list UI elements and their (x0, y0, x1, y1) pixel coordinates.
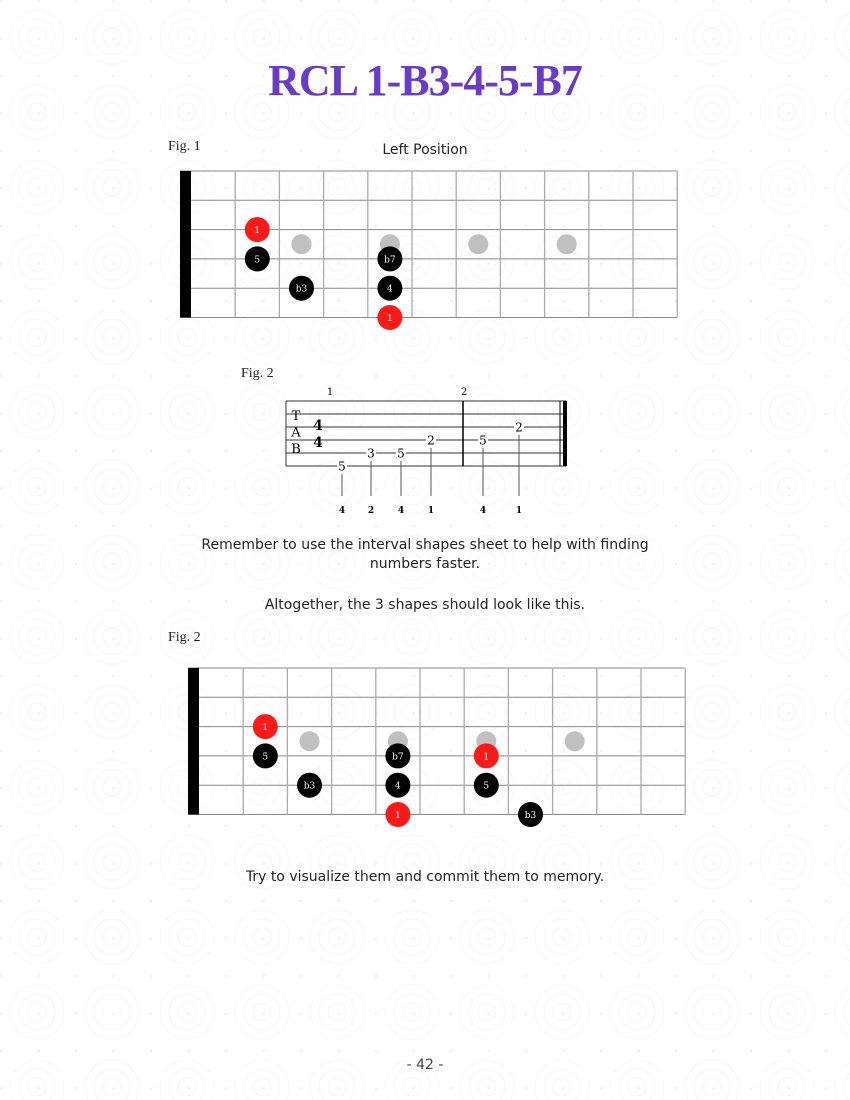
tab-fret-number: 3 (367, 447, 375, 461)
fig3-fretboard: 1 5 b3 b7 4 1 1 5 b3 (188, 667, 686, 827)
measure-number: 2 (461, 387, 467, 398)
root-note-dot (252, 714, 278, 740)
finger-number: 4 (480, 506, 486, 516)
instruction-line1: Remember to use the interval shapes shee… (201, 537, 649, 553)
tab-fret-number: 5 (397, 447, 405, 461)
interval-note-dot (297, 772, 322, 798)
tab-note-bg (366, 447, 376, 459)
interval-note-dot (385, 772, 411, 798)
root-note-dot (385, 802, 411, 827)
finger-number: 1 (428, 506, 434, 516)
interval-note-dot (518, 802, 543, 827)
closing-text: Try to visualize them and commit them to… (245, 869, 605, 885)
tab-clef-letter: T (292, 409, 301, 424)
note-label: b3 (525, 811, 537, 821)
note-label: b3 (296, 285, 308, 295)
note-label: b7 (392, 752, 404, 762)
fig3-label: Fig. 2 (168, 630, 201, 645)
tab-clef-letter: B (291, 442, 301, 457)
root-note-dot (244, 217, 270, 243)
tab-note-bg (426, 434, 436, 446)
fig1-caption: Left Position (382, 142, 468, 158)
nut (180, 171, 191, 318)
note-label: 1 (483, 752, 489, 762)
interval-note-dot (377, 246, 403, 272)
interval-note-dot (377, 275, 403, 301)
note-label: 1 (254, 226, 260, 236)
instruction-line2: numbers faster. (369, 556, 481, 572)
time-signature-top: 4 (313, 418, 323, 434)
root-note-dot (377, 305, 403, 330)
fret-inlay-dot (564, 731, 585, 752)
fig1-label: Fig. 1 (168, 139, 201, 154)
interval-note-dot (244, 246, 270, 272)
tab-clef-letter: A (290, 426, 301, 441)
note-label: 5 (254, 255, 260, 265)
note-label: 1 (262, 723, 268, 733)
interval-note-dot (252, 743, 278, 769)
interval-note-dot (289, 275, 314, 301)
finger-number: 2 (368, 506, 374, 516)
fret-inlay-dot (299, 731, 320, 752)
tab-fret-number: 5 (338, 460, 346, 474)
fret-inlay-dot (468, 234, 489, 255)
tab-fret-number: 5 (479, 434, 487, 448)
finger-number: 4 (398, 506, 404, 516)
note-label: b7 (384, 255, 396, 265)
measure-number: 1 (327, 387, 333, 398)
tab-note-bg (478, 434, 488, 446)
final-bar-thick (563, 401, 567, 466)
interval-note-dot (385, 743, 411, 769)
instruction-text: Remember to use the interval shapes shee… (0, 536, 850, 574)
fig2-label: Fig. 2 (241, 366, 274, 381)
note-label: 5 (483, 782, 489, 792)
tab-fret-number: 2 (515, 421, 523, 435)
nut (188, 668, 199, 815)
note-label: 4 (395, 782, 401, 792)
altogether-text: Altogether, the 3 shapes should look lik… (264, 597, 586, 613)
note-label: 1 (387, 314, 393, 324)
note-label: 4 (387, 285, 393, 295)
interval-note-dot (473, 772, 499, 798)
finger-number: 1 (516, 506, 522, 516)
note-label: b3 (304, 782, 316, 792)
tab-note-bg (396, 447, 406, 459)
root-note-dot (473, 743, 499, 769)
page-number: - 42 - (406, 1057, 444, 1073)
note-label: 5 (262, 752, 268, 762)
page-title: RCL 1-B3-4-5-B7 (268, 56, 583, 105)
fig1-fretboard: 1 5 b3 b7 4 1 (180, 170, 678, 330)
time-signature-bottom: 4 (313, 435, 323, 451)
fret-inlay-dot (291, 234, 312, 255)
finger-number: 4 (339, 506, 345, 516)
tab-note-bg (514, 421, 524, 433)
fret-inlay-dot (556, 234, 577, 255)
tab-note-bg (337, 460, 347, 472)
note-label: 1 (395, 811, 401, 821)
tab-fret-number: 2 (427, 434, 435, 448)
